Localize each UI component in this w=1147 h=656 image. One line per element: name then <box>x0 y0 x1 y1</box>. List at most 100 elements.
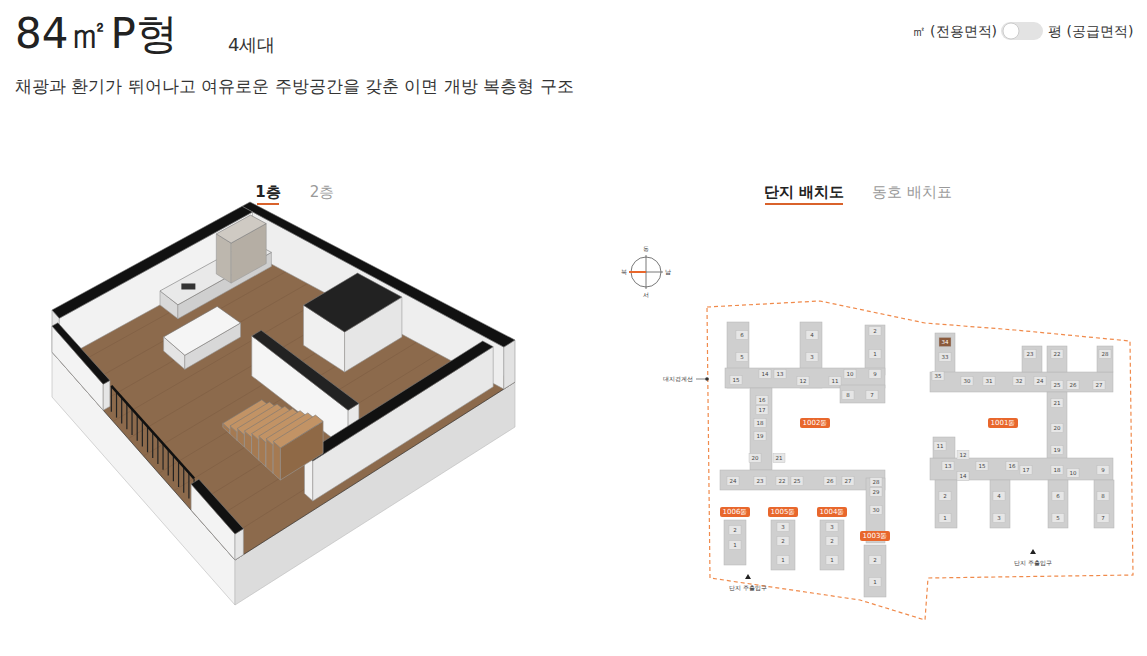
unit-number: 12 <box>960 452 967 458</box>
railing-bar <box>183 467 184 493</box>
unit-cell <box>777 537 789 546</box>
building-name: 1002동 <box>803 419 828 427</box>
unit-cell <box>806 353 818 362</box>
unit-cell <box>730 376 742 385</box>
unit-number: 20 <box>1054 425 1061 431</box>
building-block <box>990 480 1010 528</box>
unit-number: 3 <box>997 515 1001 521</box>
unit-cell <box>806 331 818 340</box>
unit-cell <box>1097 514 1109 523</box>
unit-number: 1 <box>781 557 785 563</box>
unit-cell <box>1034 377 1046 386</box>
unit-cell <box>754 477 766 486</box>
unit-cell <box>756 406 768 415</box>
unit-cell <box>824 477 836 486</box>
unit-cell <box>1051 381 1063 390</box>
unit-number: 21 <box>776 455 783 461</box>
unit-number: 33 <box>942 354 949 360</box>
unit-cell <box>866 391 878 400</box>
unit-number: 19 <box>1054 447 1061 453</box>
balcony-railing <box>111 386 194 505</box>
kitchen-island <box>164 306 241 355</box>
building-block <box>865 325 885 375</box>
label-text: 1층 <box>255 184 280 201</box>
building-block <box>933 437 955 458</box>
unit-number: 26 <box>1070 382 1077 388</box>
unit-number: 2 <box>830 538 834 544</box>
unit-number: 5 <box>740 354 744 360</box>
unit-number: 30 <box>964 378 971 384</box>
unit-number: 19 <box>757 433 764 439</box>
label-text: 평 (공급면적) <box>1048 23 1133 39</box>
unit-number: 2 <box>943 493 947 499</box>
unit-cell <box>727 477 739 486</box>
unit-number: 2 <box>873 557 877 563</box>
unit-cell <box>826 556 838 565</box>
front-wall <box>103 380 110 410</box>
building-block <box>930 458 1113 480</box>
label-text: 4세대 <box>228 35 275 56</box>
unit-cell <box>736 331 748 340</box>
unit-cell <box>754 419 766 428</box>
building-tag: 1005동 <box>768 507 799 517</box>
railing-bar <box>121 397 122 423</box>
entrance-marker <box>745 574 751 579</box>
site-boundary <box>707 301 1133 620</box>
unit-cell <box>869 350 881 359</box>
unit-number: 11 <box>937 443 944 449</box>
building-block <box>750 388 772 470</box>
railing-bar <box>152 432 153 458</box>
unit-number: 2 <box>733 527 737 533</box>
unit-cell <box>797 377 809 386</box>
unit-number: 15 <box>979 463 986 469</box>
unit-number: 6 <box>1056 493 1060 499</box>
unit-cell <box>777 523 789 532</box>
building-block <box>1047 392 1067 460</box>
site-plan <box>696 301 1133 620</box>
back-wall <box>504 340 515 389</box>
unit-cell <box>1051 424 1063 433</box>
unit-number: 14 <box>960 473 967 479</box>
toggle-switch <box>1001 22 1043 40</box>
unit-cell <box>1051 446 1063 455</box>
front-wall <box>52 323 110 384</box>
unit-number: 17 <box>759 407 766 413</box>
unit-number: 3 <box>810 354 814 360</box>
railing-bar <box>137 415 138 441</box>
partition-wall <box>252 330 359 410</box>
unit-cell <box>934 442 946 451</box>
unit-number: 24 <box>1037 378 1044 384</box>
building-block <box>724 520 746 565</box>
label-text: 단지 배치도 <box>764 184 844 201</box>
unit-cell <box>844 370 856 379</box>
label-text: ㎡ (전용면적) <box>912 23 997 39</box>
railing-bar <box>147 426 148 452</box>
unit-cell <box>869 578 881 587</box>
compass-axis <box>646 272 663 273</box>
unit-number: 25 <box>1054 382 1061 388</box>
unit-cell <box>961 377 973 386</box>
unit-number: 1 <box>830 557 834 563</box>
unit-cell <box>756 396 768 405</box>
unit-number: 24 <box>730 478 737 484</box>
unit-number: 14 <box>762 371 769 377</box>
unit-number: 15 <box>733 377 740 383</box>
unit-number: 6 <box>740 332 744 338</box>
unit-cell <box>773 454 785 463</box>
unit-number: 1 <box>873 351 877 357</box>
unit-number: 7 <box>870 392 874 398</box>
unit-cell <box>869 556 881 565</box>
unit-number: 12 <box>800 378 807 384</box>
railing-bar <box>188 473 189 499</box>
side-wall <box>305 341 494 461</box>
unit-number: 16 <box>759 397 766 403</box>
bathroom <box>304 273 402 332</box>
unit-number: 1 <box>943 515 947 521</box>
unit-cell <box>749 454 761 463</box>
label-text: 동 <box>643 246 649 253</box>
unit-number: 8 <box>846 392 850 398</box>
unit-cell <box>869 327 881 336</box>
unit-cell <box>932 372 944 381</box>
unit-cell <box>791 477 803 486</box>
railing-bar <box>173 455 174 481</box>
